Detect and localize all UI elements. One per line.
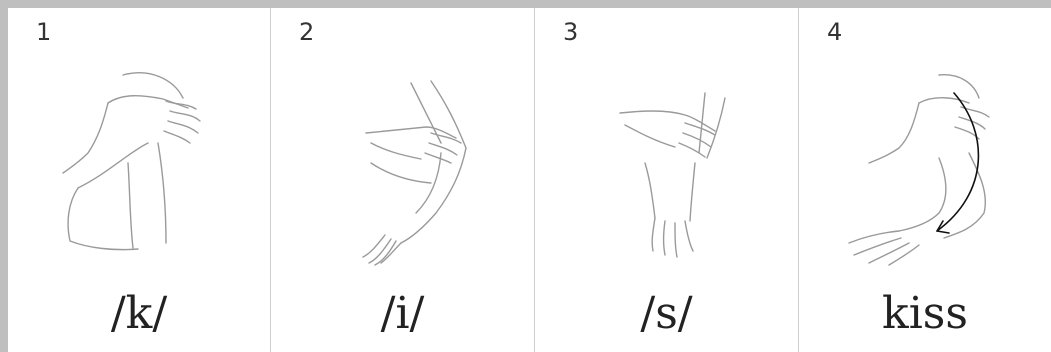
panel-1: 1 /k/	[8, 8, 271, 352]
word-label: kiss	[882, 288, 968, 339]
phoneme-label: /i/	[380, 288, 425, 339]
phoneme-label: /k/	[110, 288, 168, 339]
hand-on-shoulder-illustration	[62, 72, 201, 251]
panel-2: 2 /i/	[271, 8, 535, 352]
panel-number: 2	[299, 18, 315, 46]
panel-number: 1	[36, 18, 52, 46]
panel-3: 3 /s/	[535, 8, 799, 352]
phoneme-label: /s/	[640, 288, 693, 339]
cued-speech-panels: 1 /k/ 2 /i/ 3	[8, 8, 1051, 352]
panel-4: 4 kiss	[799, 8, 1051, 352]
hand-on-forearm-illustration	[362, 80, 467, 266]
sweep-shoulder-to-hand-illustration	[848, 74, 990, 266]
panel-number: 4	[827, 18, 843, 46]
hand-on-wrist-illustration	[619, 92, 726, 258]
panel-number: 3	[563, 18, 579, 46]
